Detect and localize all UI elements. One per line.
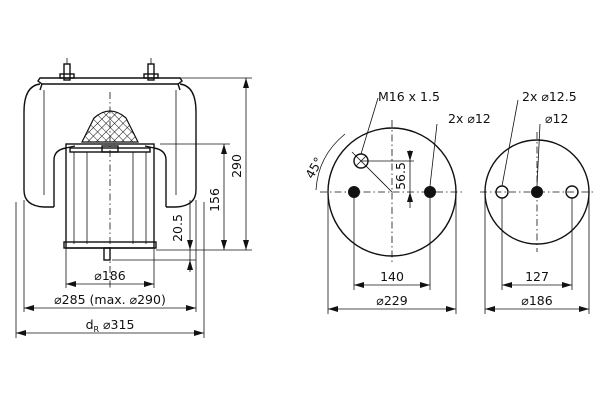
- center-hole-label: ⌀12: [545, 111, 568, 126]
- hole-right: [424, 186, 436, 198]
- dim-dr-label: dR ⌀315: [86, 317, 135, 334]
- center-hole: [531, 186, 543, 198]
- dim-plate-diameter-229: ⌀229: [376, 293, 407, 308]
- dim-height: 290: [229, 154, 244, 178]
- side-view: 290 156 20.5 ⌀186 ⌀285 (max. ⌀290): [15, 58, 252, 338]
- top-plate-view: 45° M16 x 1.5 2x ⌀12 56.5 140 ⌀229: [302, 89, 491, 314]
- air-bellow: [23, 83, 54, 208]
- dim-hole-spacing-127: 127: [525, 269, 549, 284]
- holes-label: 2x ⌀12: [448, 111, 491, 126]
- dim-piston-height: 156: [207, 188, 222, 212]
- top-stud-right: [143, 58, 159, 81]
- top-stud-left: [59, 58, 75, 81]
- dim-plate-diameter-186: ⌀186: [521, 293, 552, 308]
- dim-piston-diameter: ⌀186: [94, 268, 125, 283]
- holes-label-12-5: 2x ⌀12.5: [522, 89, 577, 104]
- thread-label: M16 x 1.5: [378, 89, 440, 104]
- bottom-plate-view: 2x ⌀12.5 ⌀12 127 ⌀186: [480, 89, 594, 314]
- dim-bellow-diameter: ⌀285 (max. ⌀290): [54, 292, 166, 307]
- hole-left: [348, 186, 360, 198]
- dim-hole-spacing-140: 140: [380, 269, 404, 284]
- top-plate: [37, 77, 183, 85]
- dim-offset: 20.5: [170, 214, 185, 242]
- dim-offset-56: 56.5: [393, 162, 408, 190]
- angle-label: 45°: [302, 154, 326, 181]
